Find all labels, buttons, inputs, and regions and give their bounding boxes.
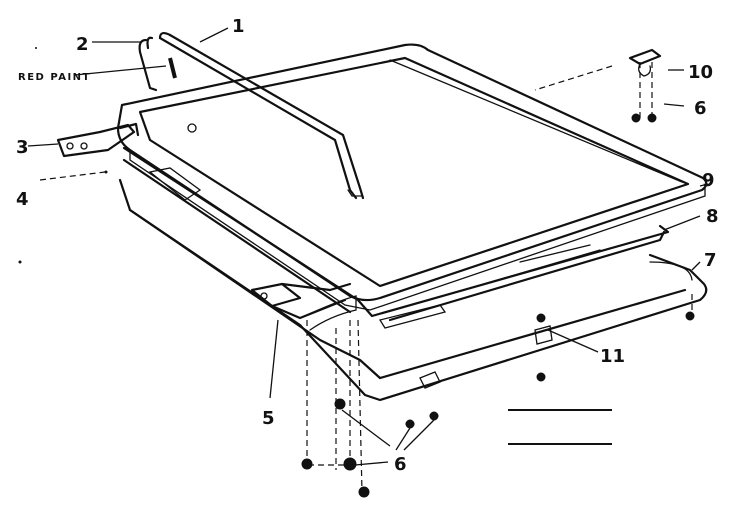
handle-bracket <box>138 36 177 92</box>
hinge-lower <box>250 282 352 320</box>
callout-9: 9 <box>702 170 715 191</box>
loose-strips <box>508 409 612 445</box>
print-specks <box>18 47 108 264</box>
screw-icon <box>631 113 641 123</box>
screw-icon <box>536 313 546 323</box>
callout-10: 10 <box>688 62 713 83</box>
screw-icon <box>405 419 415 429</box>
screw-icon <box>358 486 370 498</box>
callout-8: 8 <box>706 206 719 227</box>
callout-5: 5 <box>262 408 275 429</box>
hinge-left <box>56 122 140 158</box>
fastener-leader-lines <box>39 62 693 493</box>
callout-1: 1 <box>232 16 245 37</box>
callout-11: 11 <box>600 346 625 367</box>
clip-part-10 <box>628 48 662 77</box>
callout-7: 7 <box>704 250 717 271</box>
screw-icon <box>334 398 346 410</box>
door-glass-panel <box>116 43 708 311</box>
callout-4: 4 <box>16 189 29 210</box>
screws-part-6 <box>301 113 695 498</box>
screw-icon <box>647 113 657 123</box>
callout-2: 2 <box>76 34 89 55</box>
callout-6-bottom: 6 <box>394 454 407 475</box>
screw-icon <box>301 458 313 470</box>
callout-3: 3 <box>16 137 29 158</box>
screw-icon <box>685 311 695 321</box>
callout-labels: 1 2 3 4 5 6 6 7 8 9 10 11 RED PAINT <box>16 16 719 475</box>
door-handle <box>158 31 365 200</box>
red-paint-note: RED PAINT <box>18 72 91 83</box>
callout-6-top: 6 <box>694 98 707 119</box>
callout-leaders <box>27 27 709 466</box>
inner-door-panel <box>118 178 708 402</box>
screw-icon <box>536 372 546 382</box>
screw-icon <box>429 411 439 421</box>
screw-icon <box>343 457 357 471</box>
